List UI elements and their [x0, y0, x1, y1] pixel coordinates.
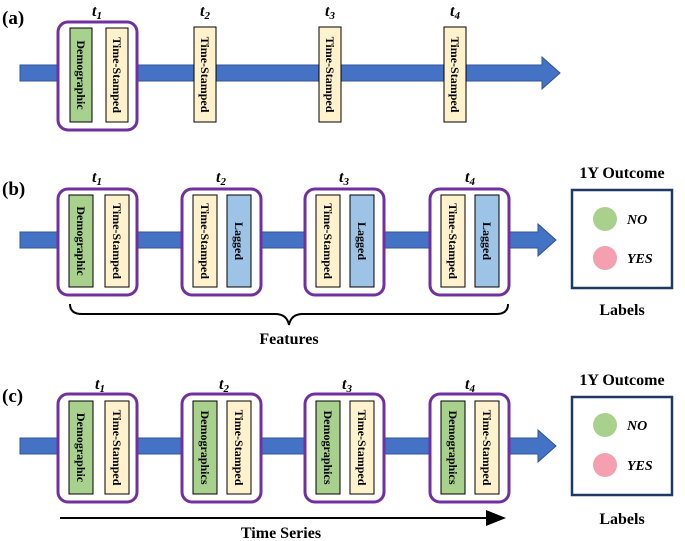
- time-stamped-block: [474, 400, 500, 495]
- time-stamped-block: [104, 400, 130, 495]
- time-stamped-block: [192, 194, 218, 288]
- labels-caption-b: Labels: [599, 302, 644, 319]
- time-stamped-block-text: Time-Stamped: [110, 410, 124, 486]
- yes-circle: [593, 246, 617, 270]
- time-stamped-block: [315, 194, 341, 288]
- demographics-block-text: Demographics: [446, 411, 460, 485]
- demographics-block: [192, 400, 218, 495]
- features-label: Features: [259, 331, 318, 348]
- time-stamped-block: [105, 27, 129, 123]
- time-label-t2: t2: [216, 169, 226, 188]
- panel-c-label: (c): [2, 386, 23, 407]
- outcome-box-c: [570, 395, 674, 497]
- demographic-block: [68, 194, 94, 288]
- labels-caption-c: Labels: [599, 511, 644, 528]
- time-label-t3: t3: [339, 169, 349, 188]
- time-series-label: Time Series: [241, 525, 321, 541]
- time-label-t2: t2: [200, 3, 210, 22]
- panel-a: (a) Demographic Time-Stamped Time-Stampe…: [2, 3, 561, 132]
- time-stamped-block-text: Time-Stamped: [448, 37, 462, 113]
- time-stamped-block-text: Time-Stamped: [198, 37, 212, 113]
- no-circle: [593, 413, 617, 437]
- panel-c: (c) Demographic Time-Stamped Demographic…: [2, 372, 674, 541]
- time-stamped-block: [349, 400, 375, 495]
- time-label-t4: t4: [465, 376, 475, 395]
- demographic-block: [68, 400, 94, 495]
- features-brace: [69, 303, 509, 326]
- time-label-t3: t3: [342, 376, 352, 395]
- time-stamped-block-text: Time-Stamped: [355, 410, 369, 486]
- time-label-t1: t1: [95, 376, 105, 395]
- time-label-t2: t2: [219, 376, 229, 395]
- no-label: NO: [626, 419, 647, 434]
- time-stamped-block-text: Time-Stamped: [110, 203, 124, 279]
- panel-b: (b) Demographic Time-Stamped Time-Stampe…: [2, 165, 674, 348]
- no-label: NO: [626, 213, 647, 228]
- lagged-block-text: Lagged: [232, 222, 246, 260]
- time-stamped-block-text: Time-Stamped: [232, 410, 246, 486]
- lagged-block-text: Lagged: [355, 222, 369, 260]
- time-stamped-block-text: Time-Stamped: [480, 410, 494, 486]
- demographics-block-text: Demographics: [198, 411, 212, 485]
- yes-label: YES: [627, 459, 653, 474]
- demographics-block-text: Demographics: [321, 411, 335, 485]
- time-label-t1: t1: [92, 3, 102, 22]
- time-stamped-block: [193, 26, 217, 123]
- no-circle: [593, 207, 617, 231]
- lagged-block: [226, 194, 252, 288]
- time-stamped-block-text: Time-Stamped: [446, 203, 460, 279]
- time-stamped-block: [226, 400, 252, 495]
- demographic-block-text: Demographic: [74, 206, 88, 276]
- time-stamped-block-text: Time-Stamped: [110, 37, 124, 113]
- time-stamped-block: [440, 194, 466, 288]
- time-stamped-block: [104, 194, 130, 288]
- time-label-t3: t3: [325, 3, 335, 22]
- demographic-block-text: Demographic: [74, 40, 88, 110]
- demographics-block: [315, 400, 341, 495]
- time-stamped-block-text: Time-Stamped: [323, 37, 337, 113]
- demographics-block: [440, 400, 466, 495]
- lagged-block-text: Lagged: [480, 222, 494, 260]
- demographic-block: [69, 27, 93, 123]
- lagged-block: [474, 194, 500, 288]
- panel-a-label: (a): [2, 8, 24, 29]
- time-label-t1: t1: [92, 169, 102, 188]
- time-stamped-block-text: Time-Stamped: [321, 203, 335, 279]
- outcome-title-c: 1Y Outcome: [579, 372, 664, 389]
- demographic-block-text: Demographic: [74, 413, 88, 483]
- time-label-t4: t4: [450, 3, 460, 22]
- panel-b-label: (b): [2, 179, 25, 200]
- outcome-title-b: 1Y Outcome: [579, 165, 664, 182]
- time-label-t4: t4: [465, 169, 475, 188]
- yes-label: YES: [627, 252, 653, 267]
- time-stamped-block: [443, 26, 467, 123]
- time-stamped-block: [318, 26, 342, 123]
- time-stamped-block-text: Time-Stamped: [198, 203, 212, 279]
- outcome-box-b: [570, 188, 674, 290]
- yes-circle: [593, 453, 617, 477]
- lagged-block: [349, 194, 375, 288]
